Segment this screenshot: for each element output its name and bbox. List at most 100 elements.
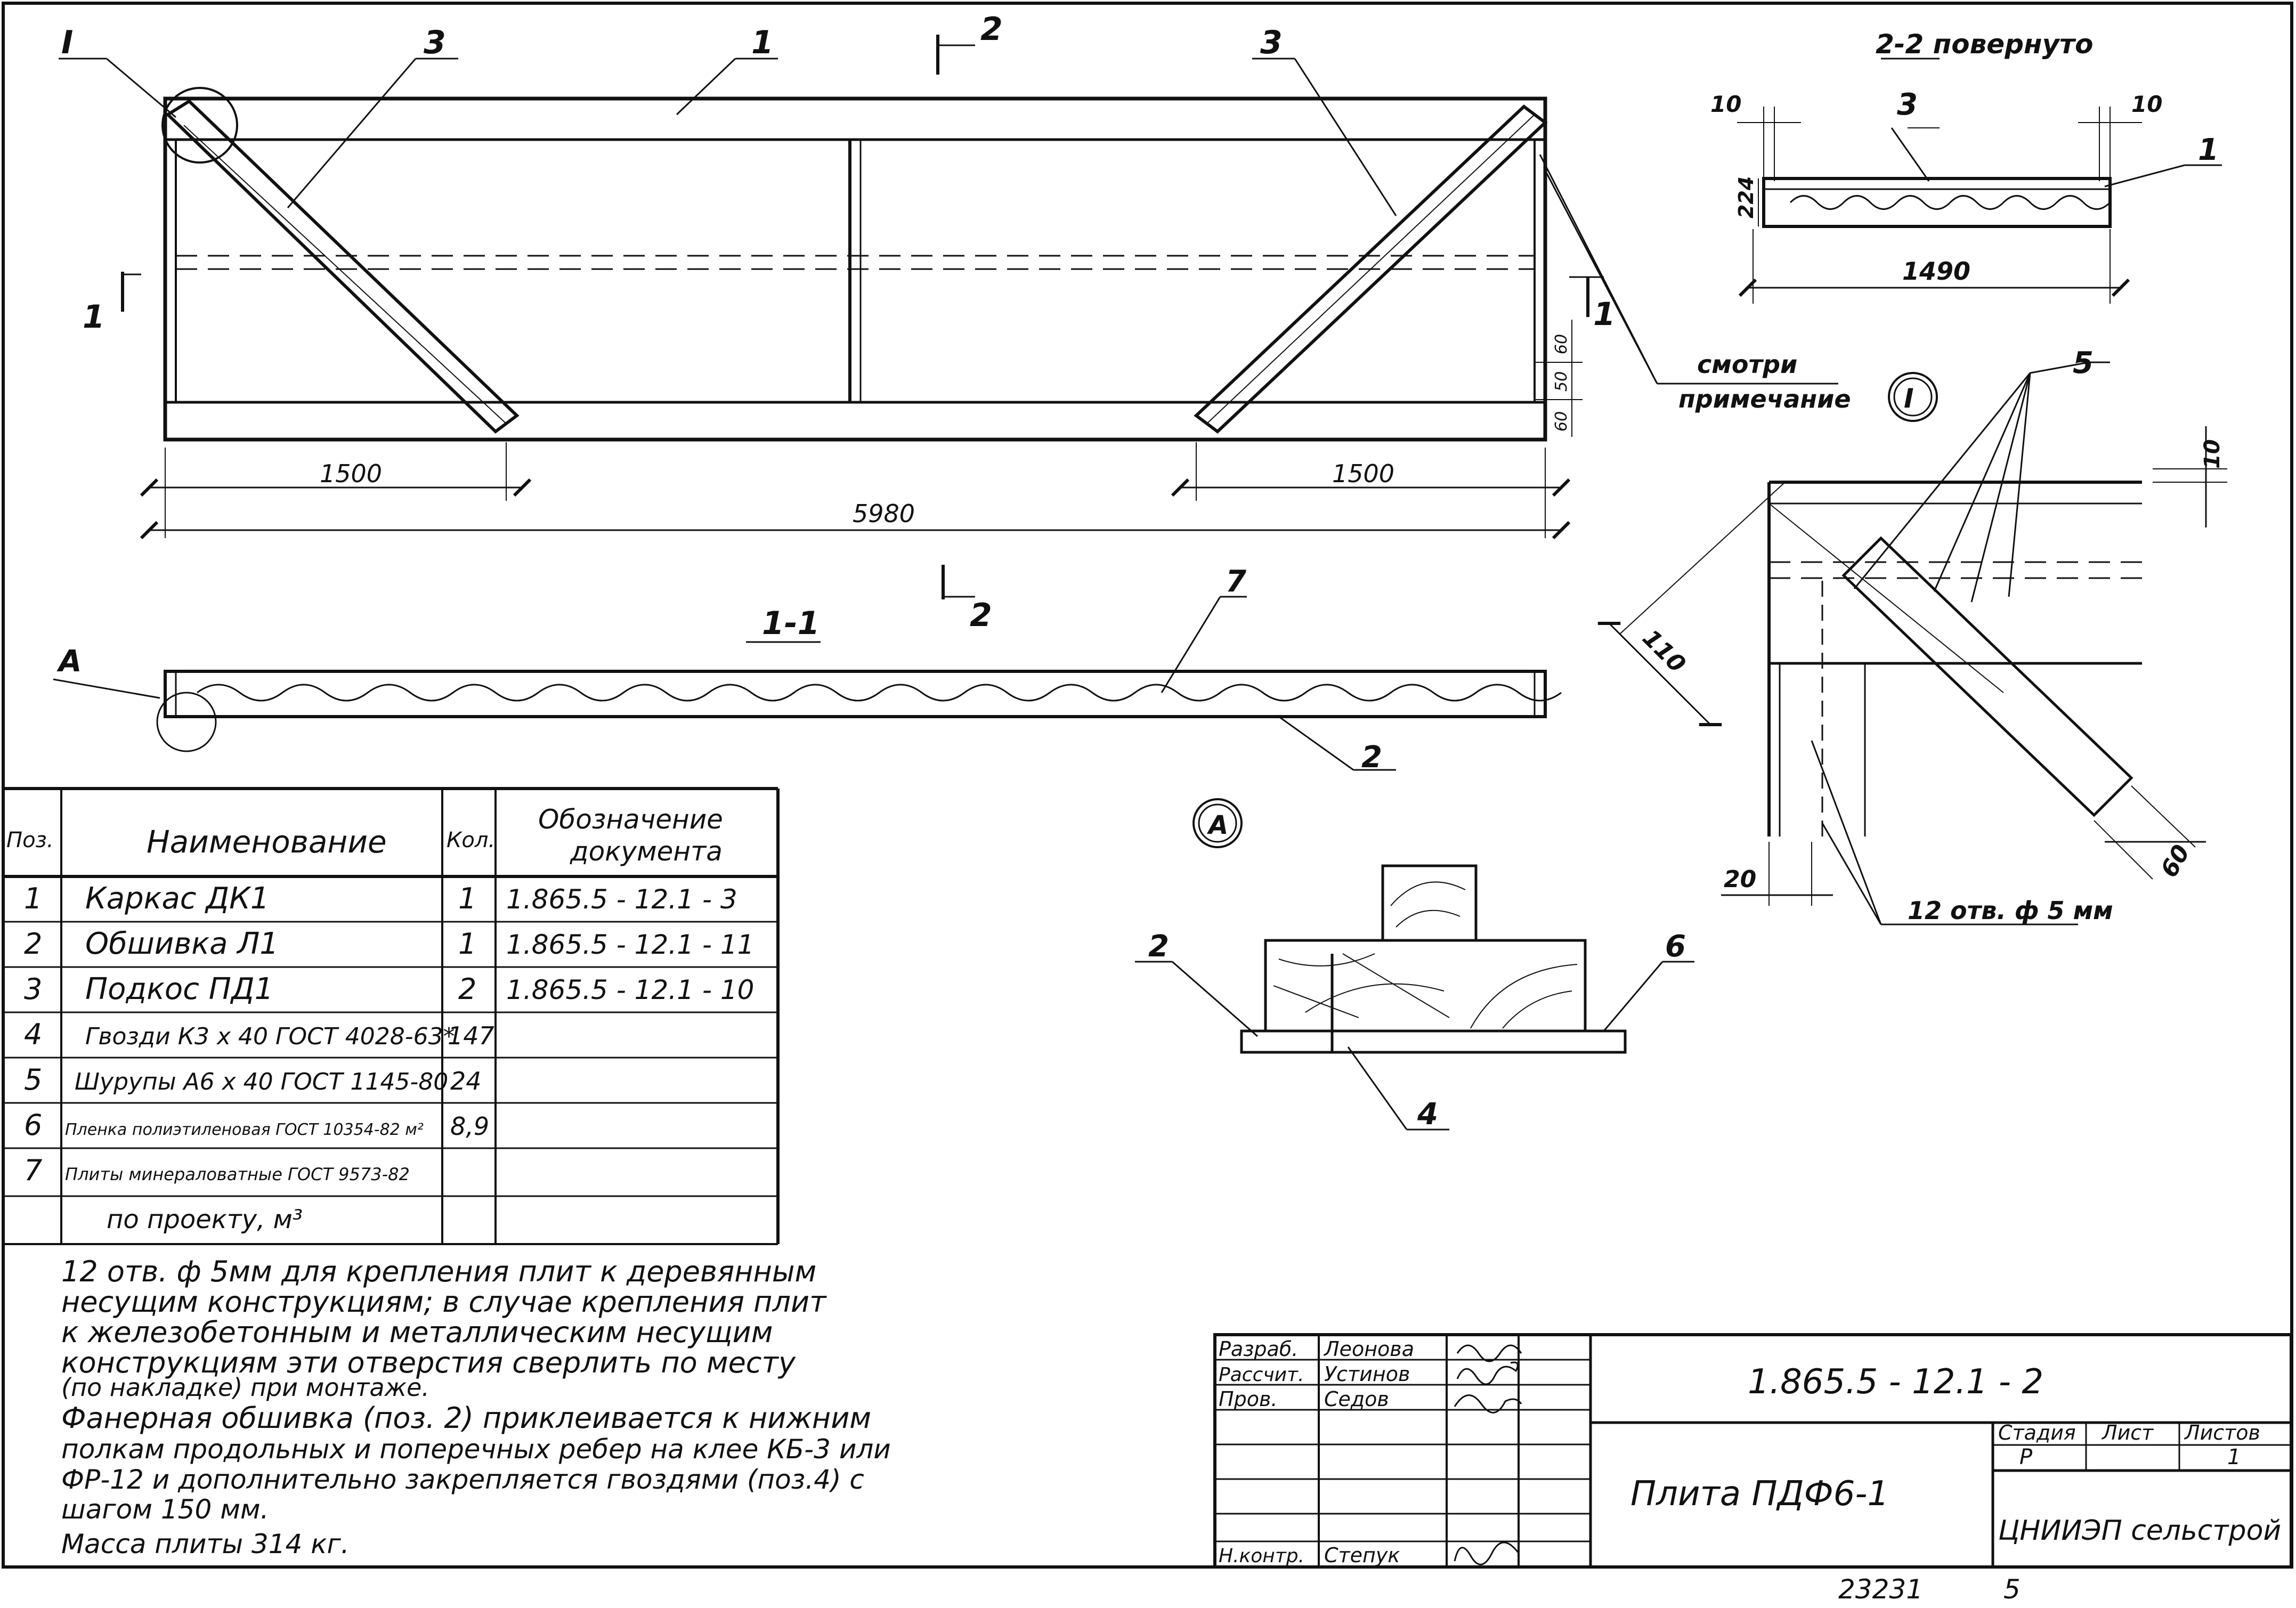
inventory-number: 23231 — [1838, 1574, 1923, 1605]
section-mark-1-left: 1 — [83, 298, 105, 336]
callout-4: 4 — [1417, 1097, 1438, 1132]
row-7-pos: 7 — [24, 1154, 42, 1187]
note-line-9: шагом 150 мм. — [61, 1494, 269, 1525]
row-5-qty: 24 — [450, 1067, 482, 1095]
row-2-name: Обшивка Л1 — [85, 927, 279, 961]
format-number: 5 — [2003, 1574, 2021, 1605]
callout-A: А — [56, 644, 82, 679]
row-5-name: Шурупы А6 х 40 ГОСТ 1145-80 — [75, 1068, 448, 1095]
row-3-qty: 2 — [458, 972, 476, 1006]
signature-checker — [1454, 1394, 1522, 1414]
name-norm-control: Степук — [1324, 1544, 1400, 1567]
note-line-8: ФР-12 и дополнительно закрепляется гвозд… — [61, 1464, 864, 1495]
callout-1-section: 1 — [2198, 133, 2219, 167]
dim-60-a: 60 — [1552, 334, 1571, 354]
note-line-6: Фанерная обшивка (поз. 2) приклеивается … — [61, 1401, 871, 1435]
signature-norm-control — [1454, 1541, 1520, 1565]
header-doc-line1: Обозначение — [538, 804, 723, 835]
spec-table: Поз. Наименование Кол. Обозначение докум… — [3, 787, 780, 1245]
section-2-2: 2-2 повернуто 10 10 224 1490 3 1 — [1710, 29, 2222, 304]
name-calculator: Устинов — [1324, 1362, 1410, 1386]
note-line-3: к железобетонным и металлическим несущим — [61, 1315, 773, 1349]
doc-code: 1.865.5 - 12.1 - 2 — [1748, 1362, 2043, 1402]
plan-view — [59, 35, 1838, 599]
name-checker: Седов — [1324, 1387, 1389, 1411]
row-4-pos: 4 — [24, 1018, 42, 1051]
section-mark-2-top: 2 — [980, 11, 1003, 48]
signature-calculator — [1456, 1361, 1519, 1385]
dim-10-detail: 10 — [2200, 439, 2225, 469]
dim-1500-left: 1500 — [320, 459, 382, 488]
section-1-1: 1-1 А 7 2 — [53, 564, 1562, 775]
row-1-qty: 1 — [458, 882, 476, 915]
note-line-10: Масса плиты 314 кг. — [61, 1529, 350, 1560]
row-6-qty: 8,9 — [450, 1112, 489, 1141]
dim-10-right: 10 — [2131, 91, 2162, 117]
stage-header: Стадия — [1998, 1421, 2076, 1444]
dim-60-detail: 60 — [2155, 840, 2195, 882]
dim-1490: 1490 — [1902, 257, 1970, 286]
detail-A-marker: А — [1206, 810, 1228, 840]
row-2-qty: 1 — [458, 927, 476, 961]
role-calculator: Рассчит. — [1219, 1364, 1304, 1386]
row-3-doc: 1.865.5 - 12.1 - 10 — [506, 974, 754, 1005]
note-line-1: 12 отв. ф 5мм для крепления плит к дерев… — [61, 1255, 816, 1288]
section-2-2-title: 2-2 повернуто — [1876, 29, 2093, 60]
dim-20: 20 — [1724, 866, 1756, 893]
organization: ЦНИИЭП сельстрой — [1998, 1515, 2281, 1547]
dim-50: 50 — [1552, 371, 1571, 392]
footer: 23231 5 — [1838, 1574, 2021, 1605]
signature-developer — [1456, 1344, 1522, 1362]
sheets-value: 1 — [2227, 1445, 2241, 1469]
detail-I: I 5 10 110 20 60 — [1597, 346, 2227, 925]
callout-3-right: 3 — [1260, 24, 1283, 61]
row-5-pos: 5 — [24, 1063, 42, 1097]
role-checker: Пров. — [1219, 1387, 1277, 1411]
callout-7: 7 — [1226, 564, 1246, 599]
row-4-name: Гвозди К3 х 40 ГОСТ 4028-63* — [85, 1023, 455, 1050]
dim-60-b: 60 — [1552, 411, 1571, 432]
row-6-name: Пленка полиэтиленовая ГОСТ 10354-82 м² — [65, 1120, 424, 1139]
row-3-name: Подкос ПД1 — [85, 972, 273, 1006]
note-link-line2: примечание — [1678, 385, 1851, 413]
notes-block: 12 отв. ф 5мм для крепления плит к дерев… — [61, 1255, 891, 1560]
header-name: Наименование — [147, 824, 387, 860]
header-qty: Кол. — [447, 828, 495, 852]
note-line-7: полкам продольных и поперечных ребер на … — [61, 1434, 891, 1465]
row-6-pos: 6 — [24, 1108, 42, 1142]
holes-label: 12 отв. ф 5 мм — [1908, 896, 2113, 925]
callout-2-detail: 2 — [1148, 929, 1169, 964]
callout-3-section: 3 — [1897, 87, 1918, 122]
dim-224: 224 — [1734, 176, 1758, 218]
detail-A: А 2 6 4 — [1135, 798, 1694, 1132]
row-4-qty: 147 — [448, 1021, 494, 1050]
note-line-5: (по накладке) при монтаже. — [61, 1373, 429, 1402]
section-mark-1-right: 1 — [1593, 296, 1616, 333]
row-3-pos: 3 — [24, 972, 42, 1006]
row-1-pos: 1 — [24, 882, 42, 915]
item-name: Плита ПДФ6-1 — [1630, 1474, 1889, 1514]
note-line-4: конструкциям эти отверстия сверлить по м… — [61, 1346, 796, 1379]
callout-1: 1 — [751, 24, 774, 61]
header-pos: Поз. — [6, 828, 54, 852]
role-developer: Разраб. — [1219, 1337, 1298, 1361]
note-line-2: несущим конструкциям; в случае крепления… — [61, 1285, 827, 1319]
plan-labels: I 3 1 3 2 2 1 1 1500 1500 5980 60 50 60 … — [61, 11, 1851, 634]
row-1-name: Каркас ДК1 — [85, 881, 270, 916]
note-link-line1: смотри — [1697, 350, 1797, 379]
sheet-frame — [2, 2, 2293, 1569]
sheet-header: Лист — [2101, 1421, 2154, 1444]
dim-5980: 5980 — [853, 499, 915, 528]
detail-I-marker: I — [1904, 383, 1914, 414]
spec-rows: 1 Каркас ДК1 1 1.865.5 - 12.1 - 3 2 Обши… — [24, 881, 754, 1235]
callout-5: 5 — [2073, 346, 2094, 380]
callout-6: 6 — [1665, 929, 1686, 964]
role-norm-control: Н.контр. — [1219, 1545, 1304, 1567]
section-mark-2-bottom: 2 — [970, 597, 992, 634]
row-2-doc: 1.865.5 - 12.1 - 11 — [506, 929, 754, 960]
name-developer: Леонова — [1323, 1337, 1414, 1361]
callout-2-section: 2 — [1361, 740, 1382, 775]
row-8-name: по проекту, м³ — [107, 1205, 303, 1235]
stage-value: Р — [2019, 1445, 2033, 1469]
